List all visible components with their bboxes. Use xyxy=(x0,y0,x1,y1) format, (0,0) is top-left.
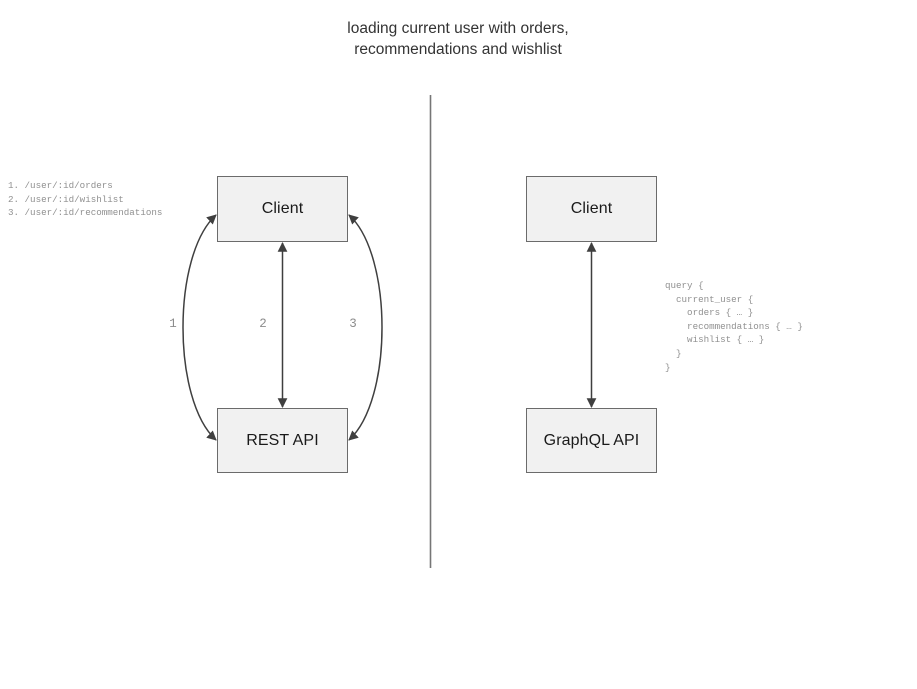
rest-api-box-label: REST API xyxy=(246,431,319,449)
graphql-client-box[interactable]: Client xyxy=(526,176,657,242)
rest-edge-3-label: 3 xyxy=(349,317,357,331)
graphql-api-box[interactable]: GraphQL API xyxy=(526,408,657,473)
rest-api-box[interactable]: REST API xyxy=(217,408,348,473)
rest-edge-2-label: 2 xyxy=(259,317,267,331)
graphql-query-block: query { current_user { orders { … } reco… xyxy=(665,280,803,373)
page-title: loading current user with orders, recomm… xyxy=(347,20,569,58)
rest-edge-3-path xyxy=(348,214,383,441)
rest-client-box-label: Client xyxy=(261,200,304,217)
rest-edge-1-label: 1 xyxy=(169,317,177,331)
rest-endpoint-list: 1. /user/:id/orders 2. /user/:id/wishlis… xyxy=(8,180,163,219)
graphql-api-box-label: GraphQL API xyxy=(543,431,640,449)
rest-client-box[interactable]: Client xyxy=(217,176,348,242)
graphql-client-box-label: Client xyxy=(570,200,613,217)
rest-edge-1-path xyxy=(182,214,217,441)
